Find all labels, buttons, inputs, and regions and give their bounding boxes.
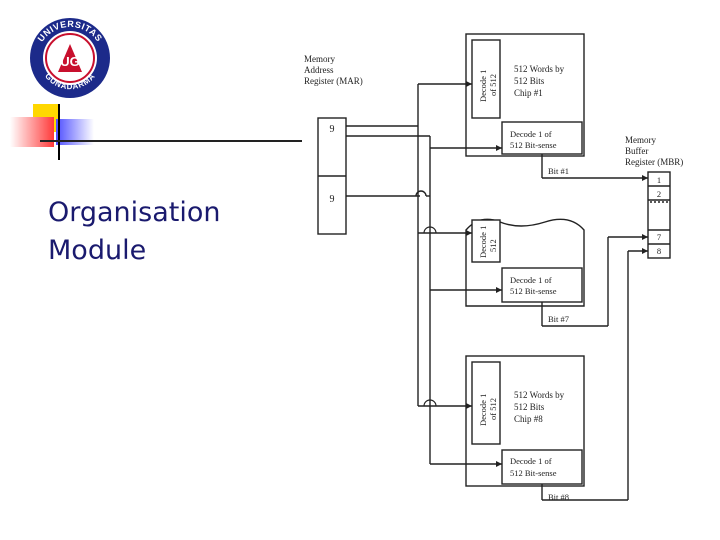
- logo-center-text: UG: [60, 54, 80, 69]
- logo-flame-shape: [58, 44, 82, 72]
- mbr-bit-7: 7: [657, 232, 661, 242]
- mbr-register-box: [647, 171, 671, 259]
- mbr-bit-8: 8: [657, 246, 661, 256]
- chip-8-bit-label: Bit #8: [548, 492, 569, 502]
- chip-8-column-decoder-label: Decode 1 of 512 Bit-sense: [510, 456, 557, 478]
- university-logo: UNIVERSITAS GUNADARMA UG: [30, 18, 110, 98]
- slide-title: Organisation Module: [48, 194, 221, 270]
- mar-label: Memory Address Register (MAR): [304, 54, 363, 86]
- mar-field-top: 9: [330, 124, 335, 135]
- chip-7-column-decoder-label: Decode 1 of 512 Bit-sense: [510, 275, 557, 296]
- chip-1-row-decoder: [471, 39, 501, 119]
- slide-title-line1: Organisation: [48, 197, 221, 228]
- mbr-bit-1: 1: [657, 175, 661, 185]
- chip-8-column-decoder: [501, 449, 583, 485]
- chip-7-column-decoder: [501, 267, 583, 303]
- chip-7-bit-label: Bit #7: [548, 314, 569, 324]
- deco-horizontal-line: [40, 140, 302, 142]
- memory-organisation-diagram: Memory Address Register (MAR) 9 9 Memory…: [304, 33, 683, 502]
- chip-7-row-decoder-label: Decode 1 512: [478, 224, 498, 258]
- mbr-bit-2: 2: [657, 189, 661, 199]
- logo-inner-ring: [45, 33, 95, 83]
- mbr-label: Memory Buffer Register (MBR): [625, 135, 683, 167]
- chip-8-row-decoder-label: Decode 1 of 512: [478, 392, 498, 426]
- chip-1-row-decoder-label: Decode 1 of 512: [478, 68, 498, 102]
- chip-7-row-decoder: [471, 219, 501, 263]
- chip-8-array-label: 512 Words by 512 Bits Chip #8: [514, 390, 566, 424]
- mar-field-bottom: 9: [330, 194, 335, 205]
- chip-8-row-decoder: [471, 361, 501, 445]
- chip-1-bit-label: Bit #1: [548, 166, 569, 176]
- deco-red-block: [10, 117, 54, 147]
- deco-vertical-line: [58, 104, 60, 160]
- chip-1-array-label: 512 Words by 512 Bits Chip #1: [514, 64, 566, 98]
- chip-1-column-decoder: [501, 121, 583, 155]
- slide-title-line2: Module: [48, 235, 147, 266]
- chip-1-column-decoder-label: Decode 1 of 512 Bit-sense: [510, 129, 557, 150]
